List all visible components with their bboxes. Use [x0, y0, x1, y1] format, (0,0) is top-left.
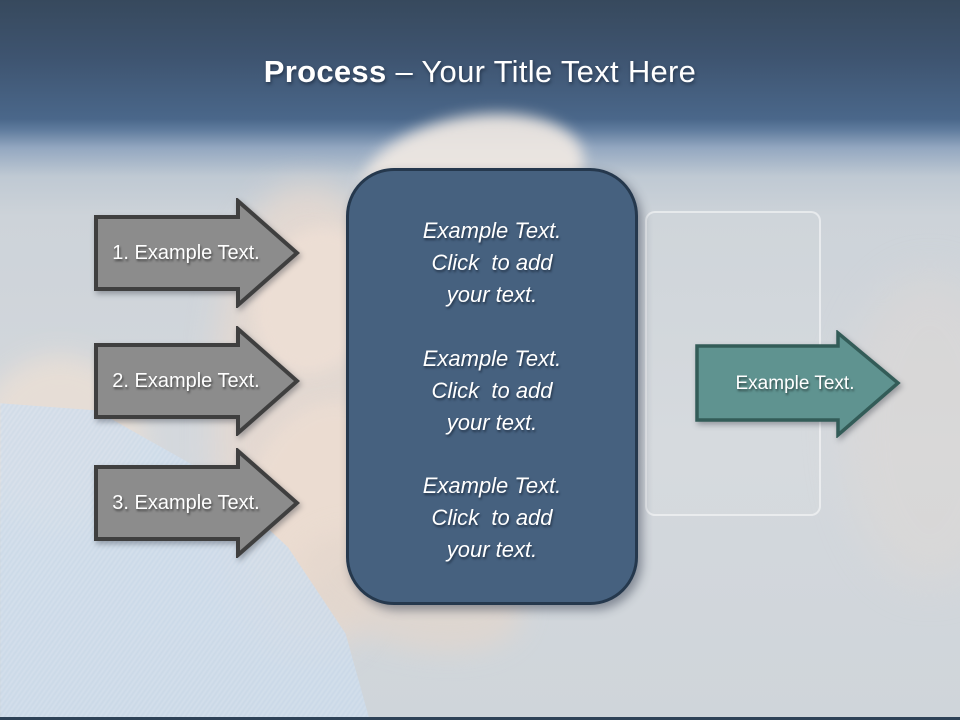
output-arrow[interactable]: Example Text. [695, 330, 901, 438]
right-arrow-shape [695, 330, 901, 438]
slide-bottom-edge [0, 717, 960, 720]
right-arrow-shape [94, 448, 300, 558]
output-arrow-label: Example Text. [735, 373, 855, 394]
step-arrow-1[interactable]: 1. Example Text. [94, 198, 300, 308]
step-arrow-2[interactable]: 2. Example Text. [94, 326, 300, 436]
step-arrow-3-label: 3. Example Text. [112, 491, 260, 514]
panel-text-block-1[interactable]: Example Text. Click to add your text. [422, 218, 562, 307]
panel-text-block-2[interactable]: Example Text. Click to add your text. [422, 345, 562, 435]
title-keyword: Process [263, 54, 387, 89]
right-arrow-shape [94, 198, 300, 308]
right-arrow-shape [94, 326, 300, 436]
step-arrow-1-label: 1. Example Text. [112, 241, 260, 264]
page-title[interactable]: Process– Your Title Text Here [0, 54, 960, 90]
title-subtext: – Your Title Text Here [395, 54, 697, 89]
center-text-panel[interactable]: Example Text. Click to add your text. Ex… [346, 168, 638, 605]
step-arrow-3[interactable]: 3. Example Text. [94, 448, 300, 558]
panel-text-block-3[interactable]: Example Text. Click to add your text. [422, 473, 562, 562]
step-arrow-2-label: 2. Example Text. [112, 369, 260, 392]
